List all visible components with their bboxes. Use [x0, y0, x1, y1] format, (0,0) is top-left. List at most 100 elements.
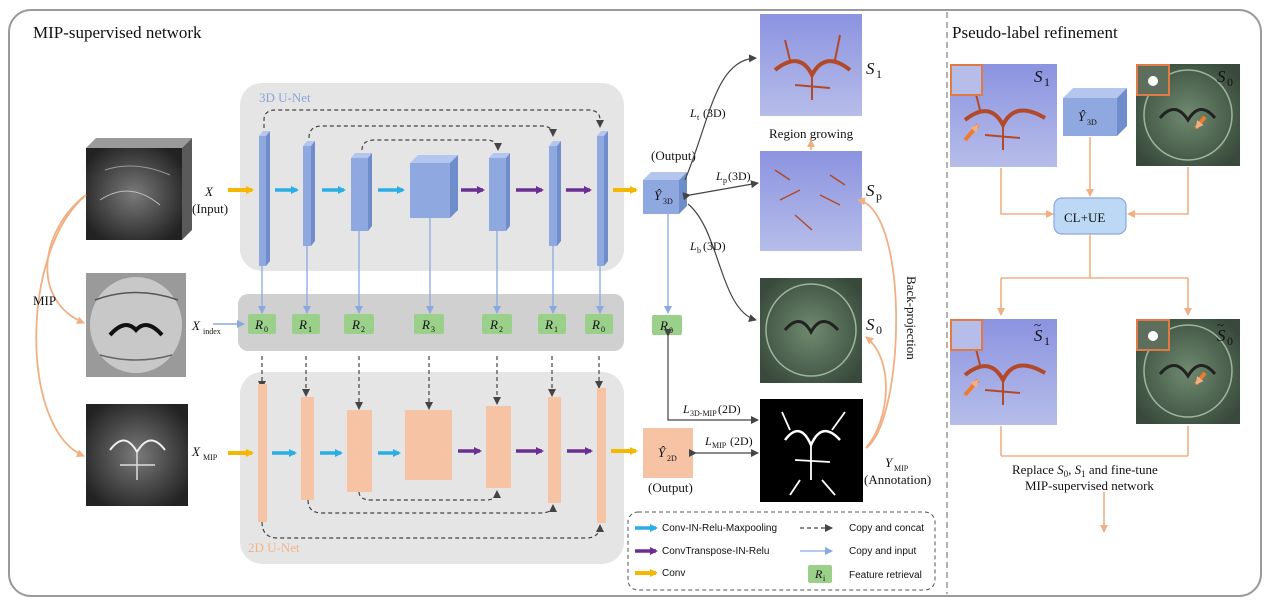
lb-label: L: [689, 239, 697, 253]
refine-s0-tilde-sub: 0: [1227, 334, 1233, 348]
unet3d-to-retrieval-arrows: [258, 218, 604, 314]
sp-label: S: [866, 181, 875, 200]
svg-text:2: 2: [499, 325, 503, 334]
legend-conv-in-relu-maxpool: Conv-IN-Relu-Maxpooling: [662, 523, 777, 534]
unet3d-skip-3: [361, 139, 502, 151]
unet3d-bottleneck: [410, 155, 458, 218]
outer-frame: [8, 9, 1262, 597]
s1-sub: 1: [876, 67, 882, 81]
unet2d-skip-1: [261, 521, 604, 539]
svg-text:1: 1: [308, 325, 312, 334]
refine-s1-tilde-sub: 1: [1044, 334, 1050, 348]
x-mip-sub: MIP: [203, 453, 218, 462]
x-index-label: X: [191, 318, 201, 333]
clue-label: CL+UE: [1064, 210, 1105, 225]
lb-tag: (3D): [703, 239, 726, 253]
annotation-label: (Annotation): [864, 472, 931, 487]
unet2d-block-7: [597, 388, 606, 523]
unet3d-label: 3D U-Net: [259, 90, 311, 105]
l3dmip-tag: (2D): [718, 402, 741, 416]
svg-text:R: R: [659, 318, 668, 333]
back-projection-label: Back-projection: [904, 276, 919, 360]
lmip-sub: MIP: [712, 441, 727, 450]
refine-s1-label: S: [1034, 67, 1043, 86]
right-section-title: Pseudo-label refinement: [952, 23, 1118, 42]
svg-text:3: 3: [431, 325, 435, 334]
unet2d-block-3: [347, 410, 372, 492]
refine-s1-tilde-mark: ~: [1034, 317, 1041, 332]
s1-label: S: [866, 59, 875, 78]
mip-label: MIP: [33, 293, 56, 308]
output-3d-label: (Output): [651, 148, 696, 163]
svg-text:2: 2: [361, 325, 365, 334]
unet2d-bottleneck: [405, 410, 452, 480]
refine-merge-line: [1000, 426, 1189, 457]
left-section-title: MIP-supervised network: [33, 23, 202, 42]
l3dmip-label: L: [682, 402, 690, 416]
sp-image: [760, 151, 862, 251]
refine-s1-image: [950, 64, 1057, 167]
lt-curve: [684, 54, 757, 181]
refine-s0-tilde-image: [1136, 319, 1240, 424]
refine-s0-image: [1136, 64, 1240, 166]
unet2d-label: 2D U-Net: [248, 540, 300, 555]
ymip-label: Y: [885, 455, 894, 470]
lt-label: L: [689, 106, 697, 120]
svg-text:R: R: [591, 317, 600, 332]
ymip-sub: MIP: [894, 464, 909, 473]
svg-text:3D: 3D: [663, 197, 673, 206]
s0-sub: 0: [876, 323, 882, 337]
input-index-image: [86, 273, 186, 377]
refine-s0-sub: 0: [1227, 75, 1233, 89]
back-projection-s0-curve: [865, 336, 887, 449]
l3dmip-sub: 3D-MIP: [690, 409, 717, 418]
legend-ri-box: [808, 565, 832, 583]
legend-ri-letter: R: [814, 567, 823, 581]
s0-label: S: [866, 315, 875, 334]
unet2d-block-5: [486, 406, 511, 488]
back-projection-curve: [857, 197, 898, 449]
legend-ri-sub: i: [823, 574, 826, 583]
refine-s1-to-clue: [1000, 168, 1054, 218]
refine-yhat-cube: Ŷ 3D: [1063, 88, 1127, 136]
svg-text:R: R: [421, 317, 430, 332]
output-2d-sub: 2D: [667, 454, 677, 463]
x-index-sub: index: [203, 327, 221, 336]
unet3d-block-1: [259, 131, 270, 266]
svg-text:0: 0: [601, 325, 605, 334]
legend-copy-input: Copy and input: [849, 546, 916, 557]
replace-line-2: MIP-supervised network: [1025, 478, 1154, 493]
lp-tag: (3D): [728, 169, 751, 183]
output-2d-yhat: Ŷ: [658, 445, 667, 460]
replace-line-1: Replace S0, S1 and fine-tune: [1012, 462, 1158, 479]
legend-feature-retrieval: Feature retrieval: [849, 570, 922, 581]
unet2d-blocks: [258, 384, 606, 523]
input-3d-volume: [86, 138, 192, 240]
refine-s0-tilde-mark: ~: [1217, 317, 1224, 332]
unet2d-block-2: [301, 397, 314, 500]
legend-conv: Conv: [662, 568, 685, 579]
output-2d-block: [643, 428, 693, 478]
mip-curve-index: [46, 194, 87, 324]
sp-sub: p: [876, 189, 882, 203]
lb-sub: b: [697, 246, 701, 255]
mip-curve-2d: [35, 194, 87, 458]
ymip-image: [760, 399, 863, 502]
refine-s0-label: S: [1217, 67, 1226, 86]
svg-text:R: R: [544, 317, 553, 332]
svg-text:Ŷ: Ŷ: [654, 188, 663, 203]
legend-convtranspose: ConvTranspose-IN-Relu: [662, 546, 769, 557]
input-mip-image: [86, 404, 188, 506]
svg-text:R: R: [298, 317, 307, 332]
refine-s1-tilde-image: [950, 319, 1057, 425]
refine-split-line: [1001, 234, 1188, 279]
